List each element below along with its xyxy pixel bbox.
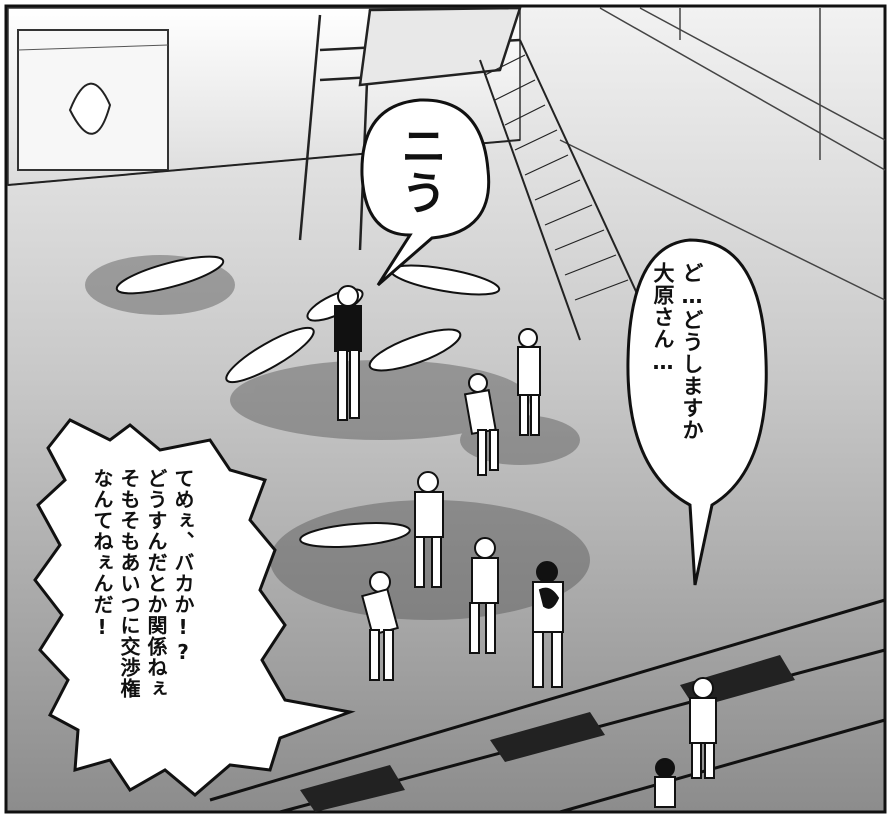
bubble-left-line-3: そもそもあいつに交渉権	[117, 468, 141, 699]
bubble-left-line-1: てめぇ、バカか!?	[171, 468, 195, 665]
bubble-right-line-1: ど…どうしますか	[680, 262, 704, 441]
bubble-top-line-1: ニう	[394, 122, 448, 216]
bubble-left-line-4: なんてねぇんだ!	[90, 468, 114, 640]
speech-bubble-right	[626, 238, 768, 586]
broken-glass	[68, 82, 112, 135]
staircase	[479, 39, 641, 341]
right-wall	[559, 7, 886, 301]
bubble-right-line-2: 大原さん…	[651, 262, 675, 375]
bubble-left-line-2: どうすんだとか関係ねぇ	[144, 468, 168, 699]
speech-bubble-left	[33, 418, 356, 797]
standing-figures	[334, 285, 717, 808]
speech-bubble-top	[360, 98, 491, 287]
bubble-left-text: てめぇ、バカか!? どうすんだとか関係ねぇ そもそもあいつに交渉権 なんてねぇん…	[88, 468, 196, 699]
bubble-top-text: ニう	[394, 122, 448, 216]
mezzanine-platform	[298, 6, 522, 251]
main-character	[334, 285, 362, 421]
bubble-right-text: ど…どうしますか 大原さん…	[648, 262, 706, 441]
